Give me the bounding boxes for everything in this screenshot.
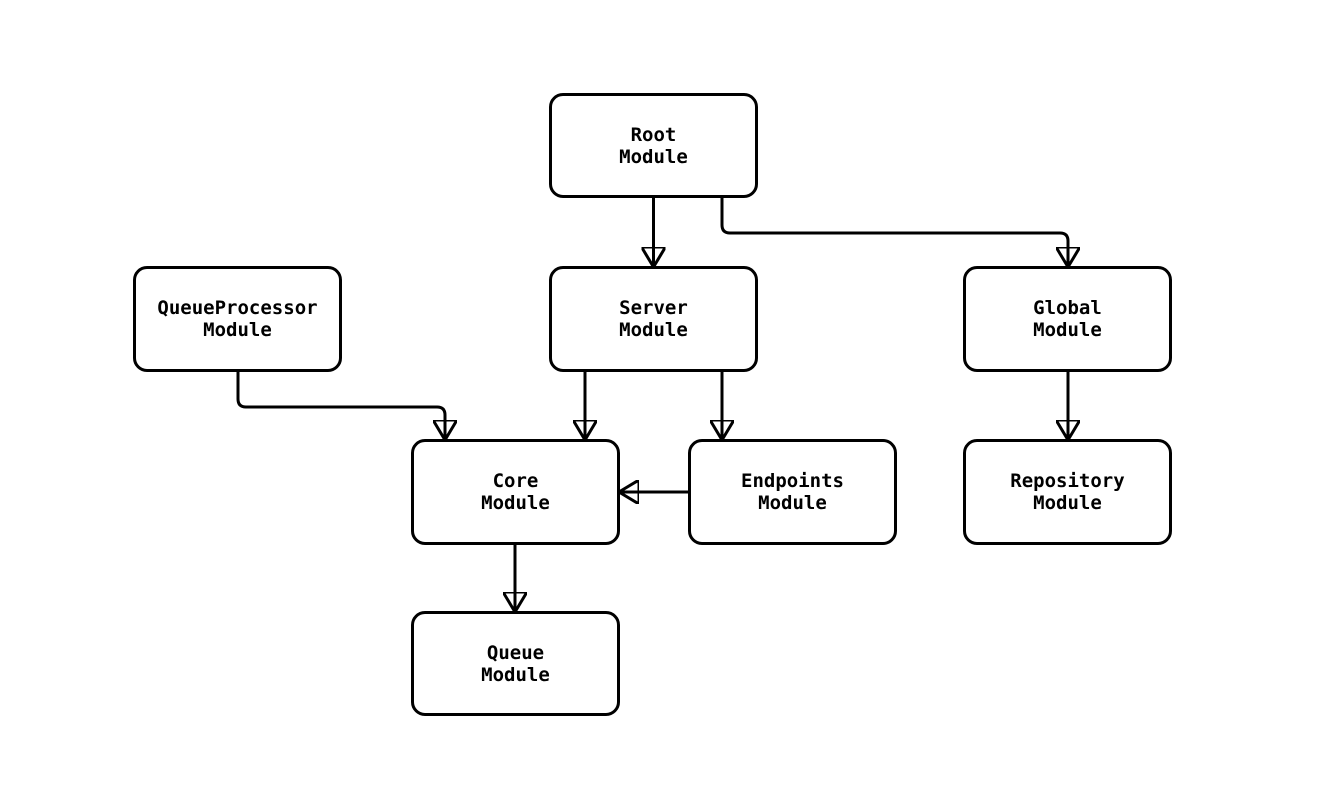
edge-queueprocessor-to-core <box>236 372 445 439</box>
node-queue-module-label: Queue Module <box>481 641 550 686</box>
node-endpoints-module-label: Endpoints Module <box>741 470 844 514</box>
node-repository-module-label: Repository Module <box>1010 470 1125 514</box>
node-endpoints-module: Endpoints Module <box>688 439 897 545</box>
node-global-module: Global Module <box>963 266 1172 372</box>
node-root-module: Root Module <box>549 93 758 198</box>
edge-root-to-global <box>720 198 1068 266</box>
node-global-module-label: Global Module <box>1033 297 1102 341</box>
node-repository-module: Repository Module <box>963 439 1172 545</box>
node-core-module: Core Module <box>411 439 620 545</box>
node-queueprocessor-module: QueueProcessor Module <box>133 266 342 372</box>
node-core-module-label: Core Module <box>481 470 550 514</box>
node-server-module-label: Server Module <box>619 297 688 341</box>
node-root-module-label: Root Module <box>619 123 688 168</box>
node-server-module: Server Module <box>549 266 758 372</box>
node-queueprocessor-module-label: QueueProcessor Module <box>157 297 318 341</box>
node-queue-module: Queue Module <box>411 611 620 716</box>
